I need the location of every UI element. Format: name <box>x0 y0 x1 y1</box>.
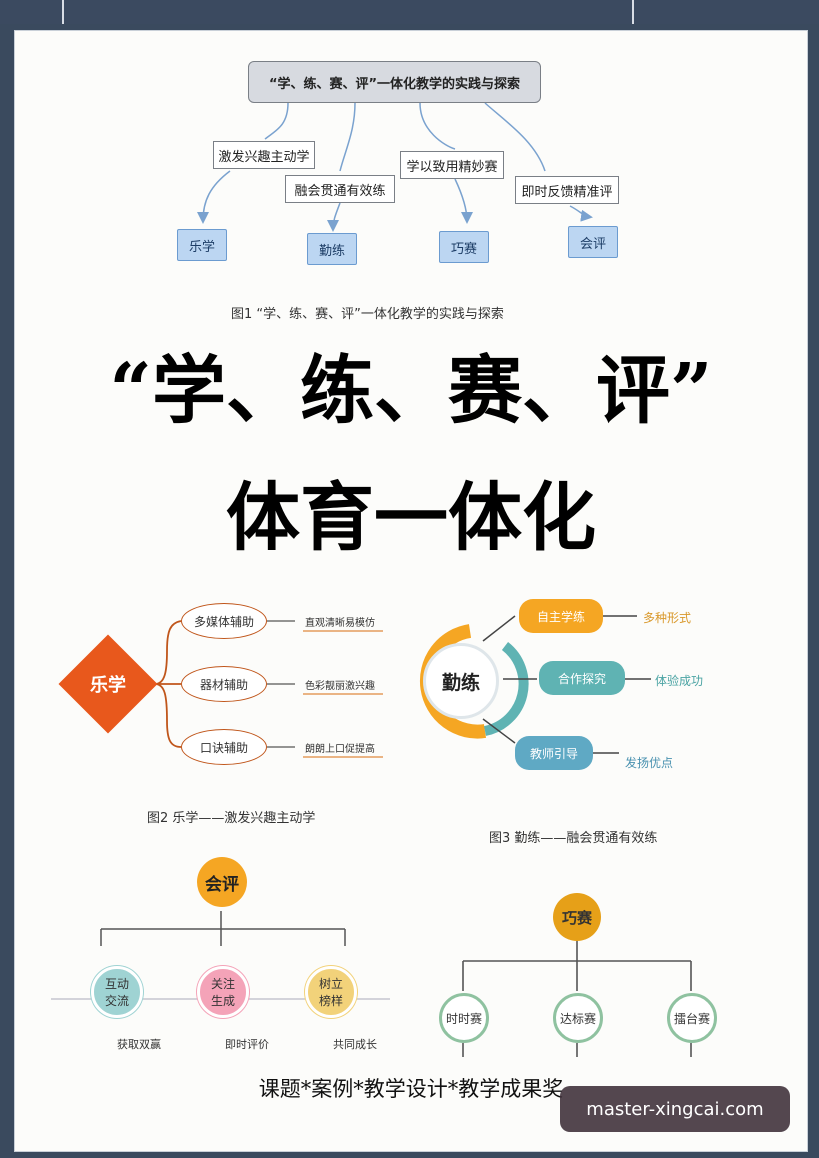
fig2-branch-node: 器材辅助 <box>181 666 267 702</box>
fig4-node-line2: 生成 <box>210 994 235 1008</box>
fig2-branch-node: 多媒体辅助 <box>181 603 267 639</box>
fig3-note: 体验成功 <box>655 674 704 688</box>
page-title-line1: “学、练、赛、评” <box>109 348 713 434</box>
fig5-connectors <box>462 939 692 1057</box>
fig4-node-line2: 交流 <box>104 994 129 1008</box>
fig4-node: 互动 交流 <box>91 966 143 1018</box>
fig4-note: 共同成长 <box>333 1038 377 1051</box>
fig1-mid-node: 激发兴趣主动学 <box>213 141 315 169</box>
fig5-node: 时时赛 <box>439 993 489 1043</box>
page-title-line2: 体育一体化 <box>226 475 596 561</box>
fig1-mid-node: 学以致用精妙赛 <box>400 151 504 179</box>
fig3-note: 发扬优点 <box>625 756 674 770</box>
fig3-caption: 图3 勤练——融会贯通有效练 <box>489 831 658 846</box>
fig2-branch-node: 口诀辅助 <box>181 729 267 765</box>
fig4-note: 获取双赢 <box>117 1038 161 1051</box>
fig3-branch-node: 教师引导 <box>515 736 593 770</box>
fig4-node: 关注 生成 <box>197 966 249 1018</box>
fig1-leaf-node: 乐学 <box>177 229 227 261</box>
fig1-caption: 图1 “学、练、赛、评”一体化教学的实践与探索 <box>231 307 504 322</box>
fig1-connectors <box>197 102 593 232</box>
fig4-node: 树立 榜样 <box>305 966 357 1018</box>
document-page: “学、练、赛、评”一体化教学的实践与探索 激发兴趣主动学 融会贯通有效练 学以致… <box>14 30 808 1152</box>
top-bar-divider <box>62 0 64 24</box>
fig2-connectors <box>150 620 383 758</box>
fig5-node: 达标赛 <box>553 993 603 1043</box>
fig4-node-line1: 关注 <box>210 977 235 991</box>
fig1-leaf-node: 勤练 <box>307 233 357 265</box>
footer-tagline: 课题*案例*教学设计*教学成果奖 <box>258 1077 564 1101</box>
fig3-branch-node: 自主学练 <box>519 599 603 633</box>
fig2-note: 朗朗上口促提高 <box>305 744 375 755</box>
fig1-leaf-node: 巧赛 <box>439 231 489 263</box>
fig4-node-line2: 榜样 <box>318 994 343 1008</box>
fig2-caption: 图2 乐学——激发兴趣主动学 <box>147 811 316 826</box>
fig4-note: 即时评价 <box>225 1038 269 1051</box>
fig2-note: 色彩靓丽激兴趣 <box>305 681 375 692</box>
fig1-leaf-node: 会评 <box>568 226 618 258</box>
top-bar <box>0 0 819 24</box>
top-bar-divider <box>632 0 634 24</box>
fig3-center-node: 勤练 <box>423 643 499 719</box>
fig1-mid-node: 融会贯通有效练 <box>285 175 395 203</box>
fig2-note: 直观清晰易模仿 <box>305 618 375 629</box>
fig5-node: 擂台赛 <box>667 993 717 1043</box>
fig4-node-line1: 树立 <box>318 977 343 991</box>
fig3-note: 多种形式 <box>643 611 692 625</box>
fig3-branch-node: 合作探究 <box>539 661 625 695</box>
fig4-node-line1: 互动 <box>104 977 129 991</box>
fig4-center-node: 会评 <box>197 857 247 907</box>
watermark: master-xingcai.com <box>560 1086 790 1132</box>
fig2-center-label: 乐学 <box>90 675 126 696</box>
fig1-root-node: “学、练、赛、评”一体化教学的实践与探索 <box>248 61 541 103</box>
fig1-mid-node: 即时反馈精准评 <box>515 176 619 204</box>
fig5-center-node: 巧赛 <box>553 893 601 941</box>
